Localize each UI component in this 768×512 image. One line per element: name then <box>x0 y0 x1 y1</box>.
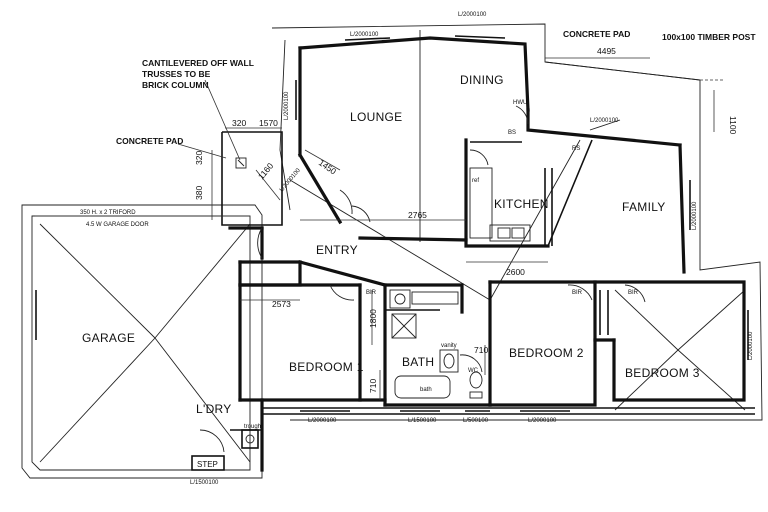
dim-1450: 1450 <box>317 157 338 176</box>
step-label: STEP <box>197 460 218 469</box>
window-label-top-2: L/2000100 <box>458 12 487 18</box>
walls <box>221 36 755 472</box>
room-bath: BATH <box>402 355 434 369</box>
room-labels: LOUNGE DINING KITCHEN FAMILY ENTRY GARAG… <box>82 73 700 469</box>
room-laundry: L'DRY <box>196 402 232 416</box>
note-concrete-pad-left: CONCRETE PAD <box>116 136 183 146</box>
note-concrete-pad-top: CONCRETE PAD <box>563 29 630 39</box>
room-bedroom-1: BEDROOM 1 <box>289 360 364 374</box>
window-markers <box>35 35 749 412</box>
window-label-top-1: L/2000100 <box>350 32 379 38</box>
fixture-hwu: HWU <box>513 100 527 106</box>
fixture-robe-2: BIR <box>572 290 583 296</box>
room-bedroom-3: BEDROOM 3 <box>625 366 700 380</box>
dim-1100: 1100 <box>728 116 738 135</box>
window-label-laundry: L/1500100 <box>190 480 219 486</box>
fixture-robe-1: BIR <box>366 290 377 296</box>
fixture-labels: HWU RS BS ref bath vanity BIR BIR BIR WC… <box>244 100 639 430</box>
fixture-bath: bath <box>420 387 432 393</box>
window-label-family-right: L/2000100 <box>692 201 698 230</box>
fixture-vanity: vanity <box>441 343 457 349</box>
doors <box>199 105 646 453</box>
dim-2765: 2765 <box>408 210 427 220</box>
dim-2600: 2600 <box>506 267 525 277</box>
note-timber-post: 100x100 TIMBER POST <box>662 32 756 42</box>
note-garage-door: 4.5 W GARAGE DOOR <box>86 222 149 228</box>
fixture-robe-3: BIR <box>628 290 639 296</box>
room-dining: DINING <box>460 73 504 87</box>
room-family: FAMILY <box>622 200 666 214</box>
window-label-family-top: L/2000100 <box>590 118 619 124</box>
dim-1800: 1800 <box>368 309 378 328</box>
fixtures <box>191 157 531 471</box>
dim-1160: 1160 <box>256 161 276 182</box>
room-bedroom-2: BEDROOM 2 <box>509 346 584 360</box>
roof-lines <box>21 23 763 479</box>
note-cantilever-3: BRICK COLUMN <box>142 80 209 90</box>
annotations: CONCRETE PAD 100x100 TIMBER POST CANTILE… <box>80 29 756 228</box>
window-label-bottom-2: L/1500100 <box>408 418 437 424</box>
window-label-bottom-3: L/500100 <box>463 418 489 424</box>
note-cantilever-1: CANTILEVERED OFF WALL <box>142 58 254 68</box>
dim-1570: 1570 <box>259 118 278 128</box>
dim-320-side: 320 <box>194 151 204 165</box>
fixture-bs: BS <box>508 130 516 136</box>
fixture-wc: WC <box>468 368 479 374</box>
dim-4495: 4495 <box>597 46 616 56</box>
window-labels: L/2000100 L/2000100 L/2000100 L/2000100 … <box>190 12 754 486</box>
dim-710-a: 710 <box>368 379 378 393</box>
dim-2573: 2573 <box>272 299 291 309</box>
note-cantilever-2: TRUSSES TO BE <box>142 69 211 79</box>
window-label-lounge: L/2000100 <box>284 91 290 120</box>
fixture-rs: RS <box>572 146 580 152</box>
note-beam: 350 H. x 2 TRIFORD <box>80 210 136 216</box>
dim-380: 380 <box>194 186 204 200</box>
window-label-bottom-1: L/2000100 <box>308 418 337 424</box>
fixture-ref: ref <box>472 178 479 184</box>
room-lounge: LOUNGE <box>350 110 402 124</box>
dim-320-top: 320 <box>232 118 246 128</box>
dimension-lines <box>35 57 725 400</box>
fixture-trough: trough <box>244 424 261 430</box>
room-entry: ENTRY <box>316 243 358 257</box>
window-label-bottom-4: L/2000100 <box>528 418 557 424</box>
room-garage: GARAGE <box>82 331 135 345</box>
dim-710-b: 710 <box>474 345 488 355</box>
window-label-bedroom-3: L/2000100 <box>748 331 754 360</box>
room-kitchen: KITCHEN <box>494 197 549 211</box>
